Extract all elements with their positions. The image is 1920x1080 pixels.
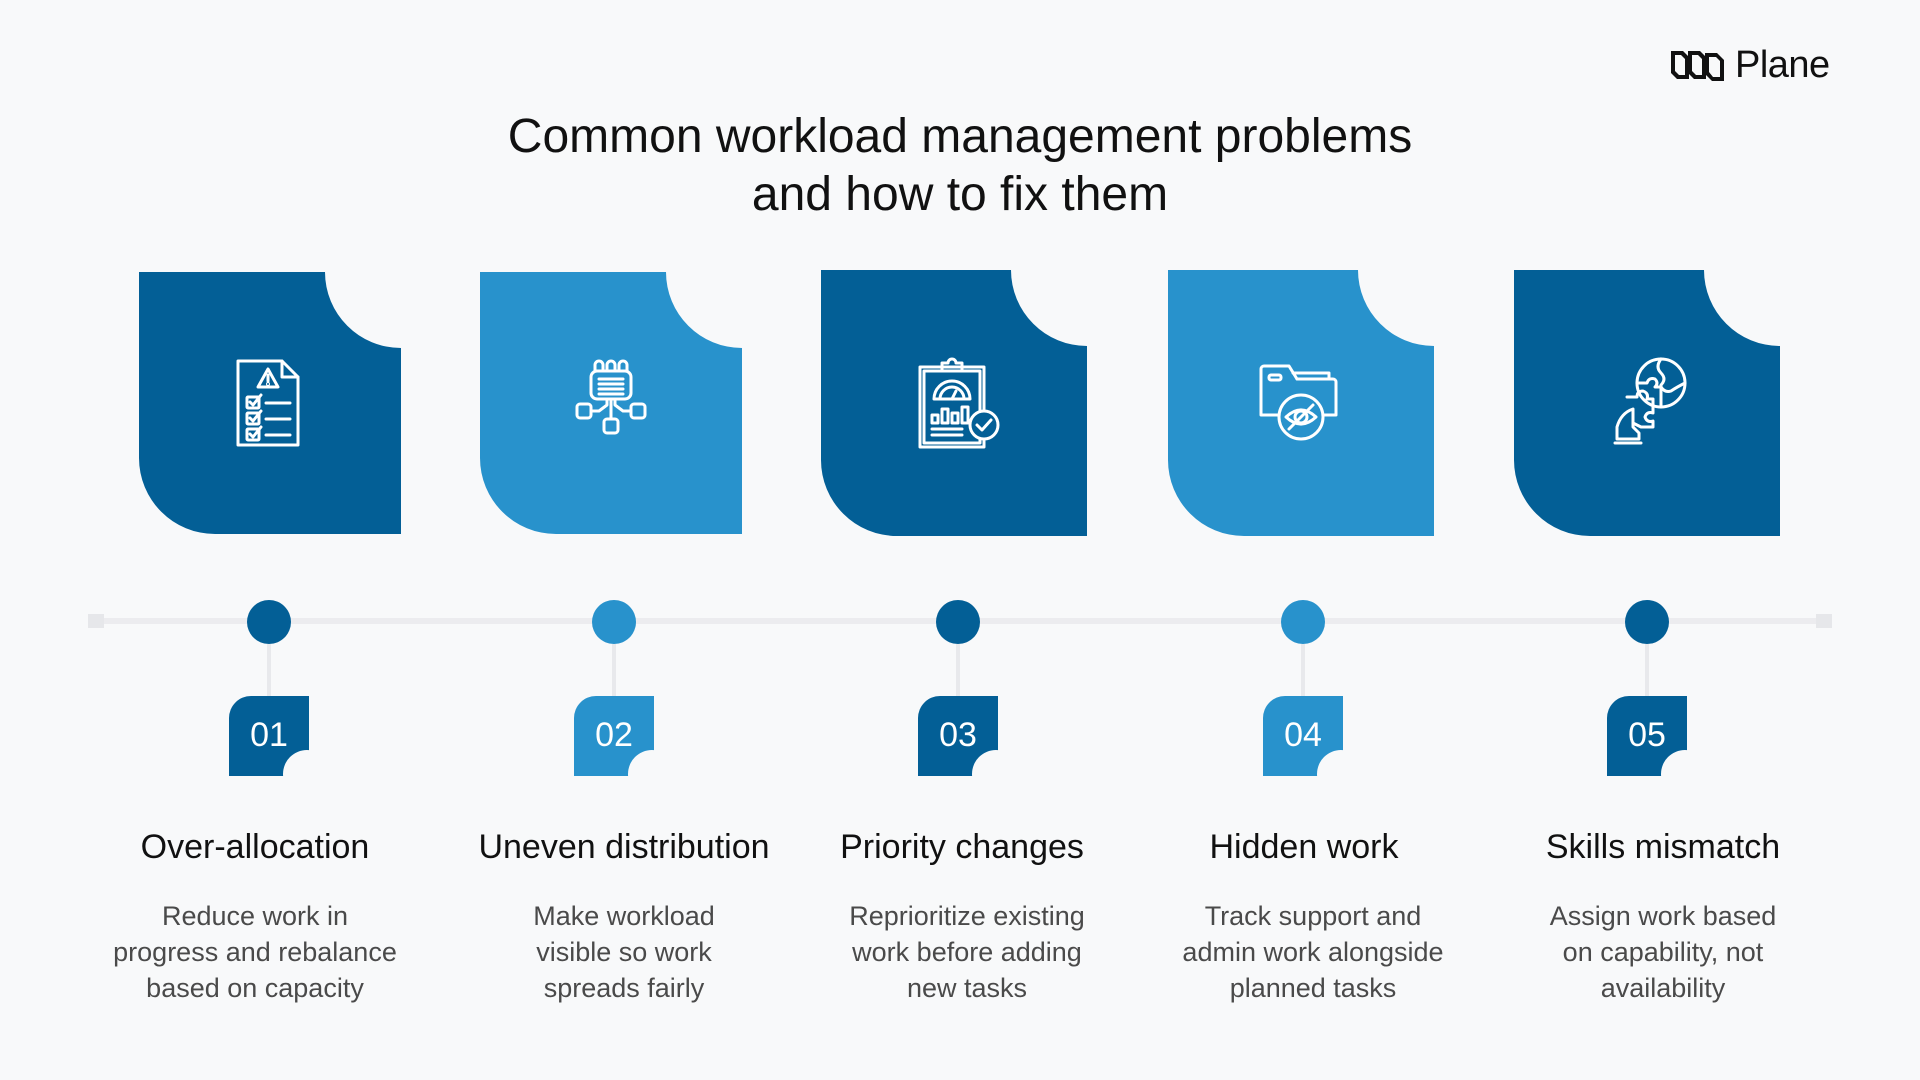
timeline-dot-3 xyxy=(936,600,980,644)
step-number-badge-5: 05 xyxy=(1607,696,1687,776)
step-heading-3: Priority changes xyxy=(840,828,1084,866)
timeline-stem-5 xyxy=(1645,644,1649,696)
step-card-5 xyxy=(1514,270,1780,536)
step-number: 02 xyxy=(595,716,633,754)
distribution-network-icon xyxy=(575,359,647,435)
step-heading-4: Hidden work xyxy=(1209,828,1399,866)
step-number-badge-1: 01 xyxy=(229,696,309,776)
hand-puzzle-icon xyxy=(1613,357,1687,445)
step-number-badge-3: 03 xyxy=(918,696,998,776)
plane-logo-icon xyxy=(1671,50,1724,81)
timeline-stem-1 xyxy=(267,644,271,696)
page-title: Common workload management problems and … xyxy=(0,108,1920,224)
title-line-1: Common workload management problems xyxy=(507,110,1413,163)
checklist-warning-icon xyxy=(236,359,300,447)
step-heading-1: Over-allocation xyxy=(140,828,370,866)
timeline-stem-2 xyxy=(612,644,616,696)
timeline-start-cap xyxy=(88,614,104,628)
step-heading-5: Skills mismatch xyxy=(1545,828,1781,866)
step-card-2 xyxy=(480,272,742,534)
timeline-dot-5 xyxy=(1625,600,1669,644)
folder-hidden-eye-icon xyxy=(1259,364,1338,441)
timeline-end-cap xyxy=(1816,614,1832,628)
step-number: 04 xyxy=(1284,716,1322,754)
brand-logo: Plane xyxy=(1671,44,1830,87)
title-line-2: and how to fix them xyxy=(751,168,1169,221)
step-number: 05 xyxy=(1628,716,1666,754)
step-card-3 xyxy=(821,270,1087,536)
step-heading-2: Uneven distribution xyxy=(478,828,770,866)
clipboard-gauge-check-icon xyxy=(918,357,1000,449)
step-card-4 xyxy=(1168,270,1434,536)
timeline-dot-2 xyxy=(592,600,636,644)
step-number-badge-2: 02 xyxy=(574,696,654,776)
step-card-1 xyxy=(139,272,401,534)
brand-name: Plane xyxy=(1735,44,1830,86)
step-number: 03 xyxy=(939,716,977,754)
step-number: 01 xyxy=(250,716,288,754)
timeline-stem-4 xyxy=(1301,644,1305,696)
timeline-dot-4 xyxy=(1281,600,1325,644)
timeline-stem-3 xyxy=(956,644,960,696)
timeline-dot-1 xyxy=(247,600,291,644)
step-number-badge-4: 04 xyxy=(1263,696,1343,776)
